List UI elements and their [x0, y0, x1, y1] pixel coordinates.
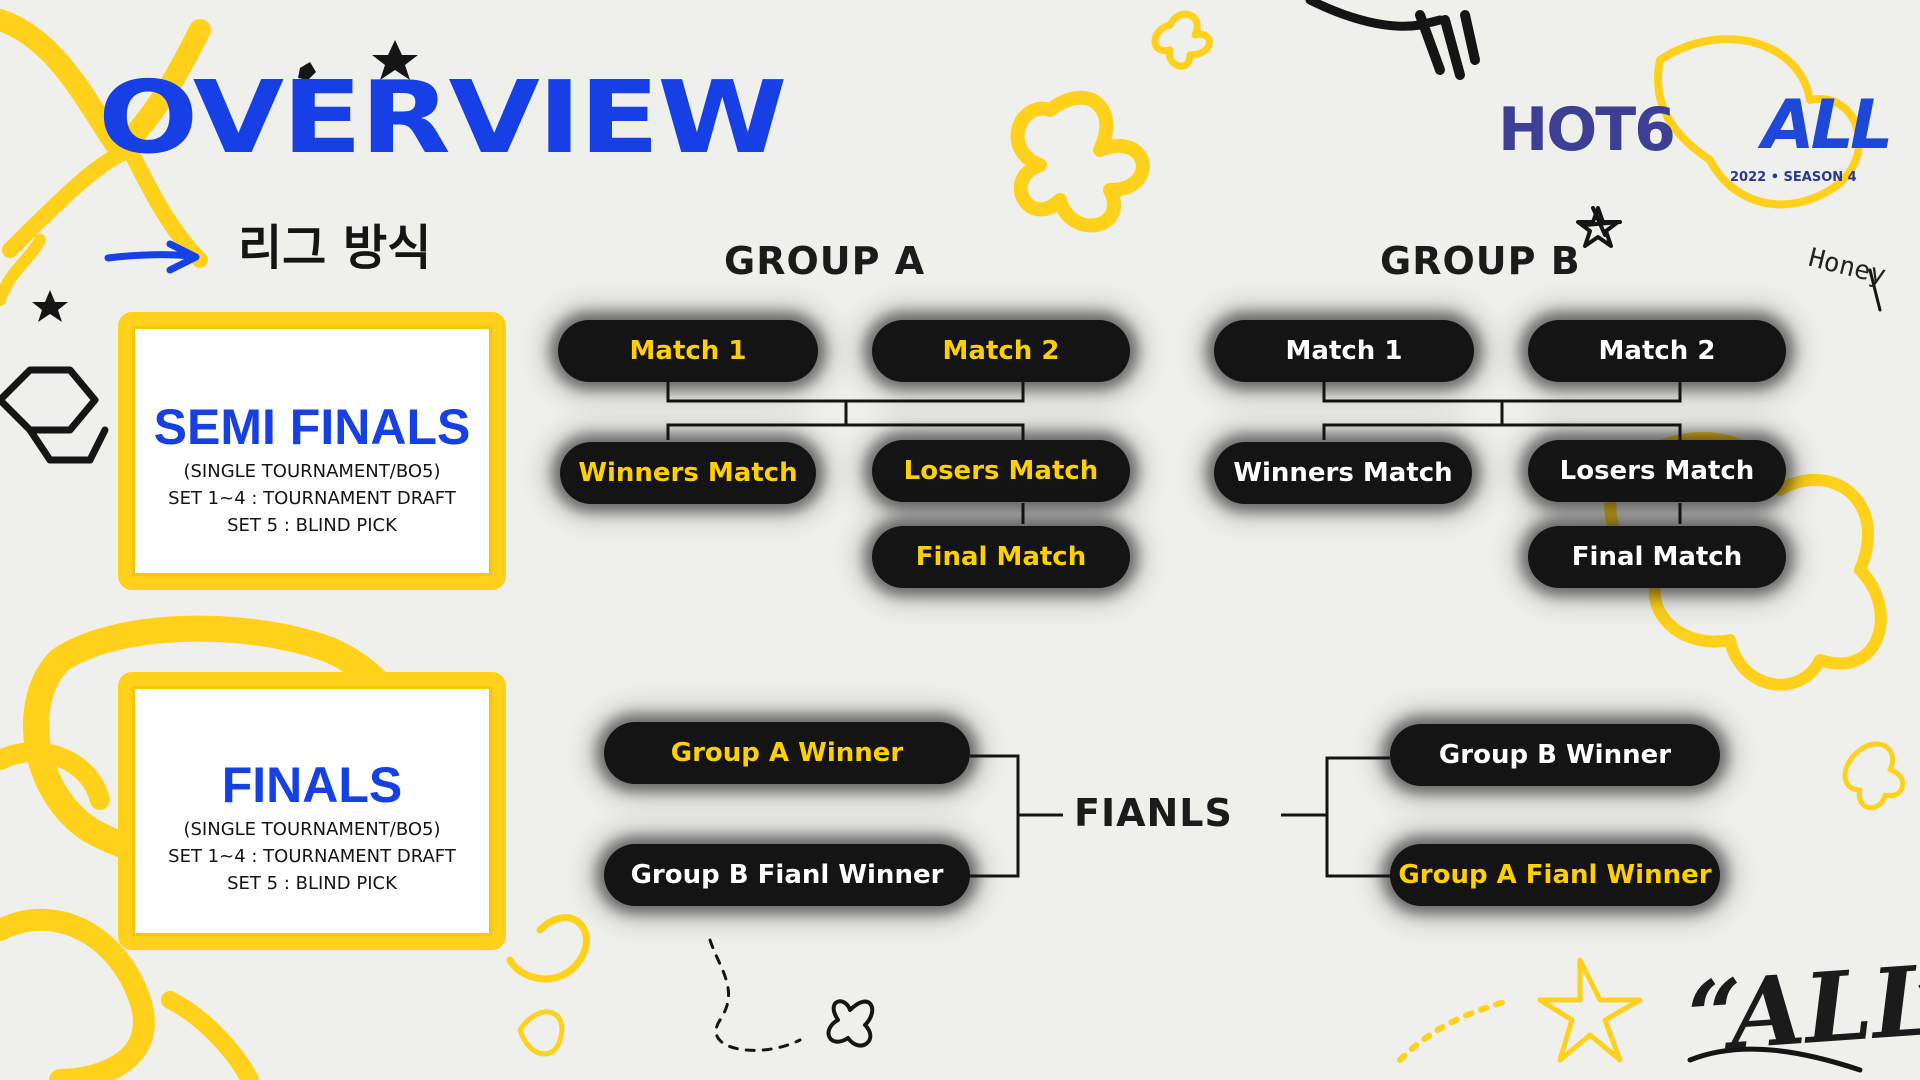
group-a-match-2: Match 2 — [872, 320, 1130, 382]
star-icon — [1568, 204, 1628, 254]
finals-group-a-winner: Group A Winner — [604, 722, 970, 784]
group-b-losers-match: Losers Match — [1528, 440, 1786, 502]
group-a-match-1: Match 1 — [558, 320, 818, 382]
group-b-winners-match: Winners Match — [1214, 442, 1472, 504]
group-b-match-2: Match 2 — [1528, 320, 1786, 382]
group-b-match-1: Match 1 — [1214, 320, 1474, 382]
group-a-final-match: Final Match — [872, 526, 1130, 588]
finals-group-a-final-winner: Group A Fianl Winner — [1390, 844, 1720, 906]
finals-group-b-winner: Group B Winner — [1390, 724, 1720, 786]
finals-group-b-final-winner: Group B Fianl Winner — [604, 844, 970, 906]
group-a-winners-match: Winners Match — [560, 442, 816, 504]
group-a-losers-match: Losers Match — [872, 440, 1130, 502]
group-a-title: GROUP A — [724, 242, 925, 280]
group-b-final-match: Final Match — [1528, 526, 1786, 588]
group-b-title: GROUP B — [1380, 242, 1581, 280]
finals-label: FIANLS — [1074, 794, 1233, 832]
